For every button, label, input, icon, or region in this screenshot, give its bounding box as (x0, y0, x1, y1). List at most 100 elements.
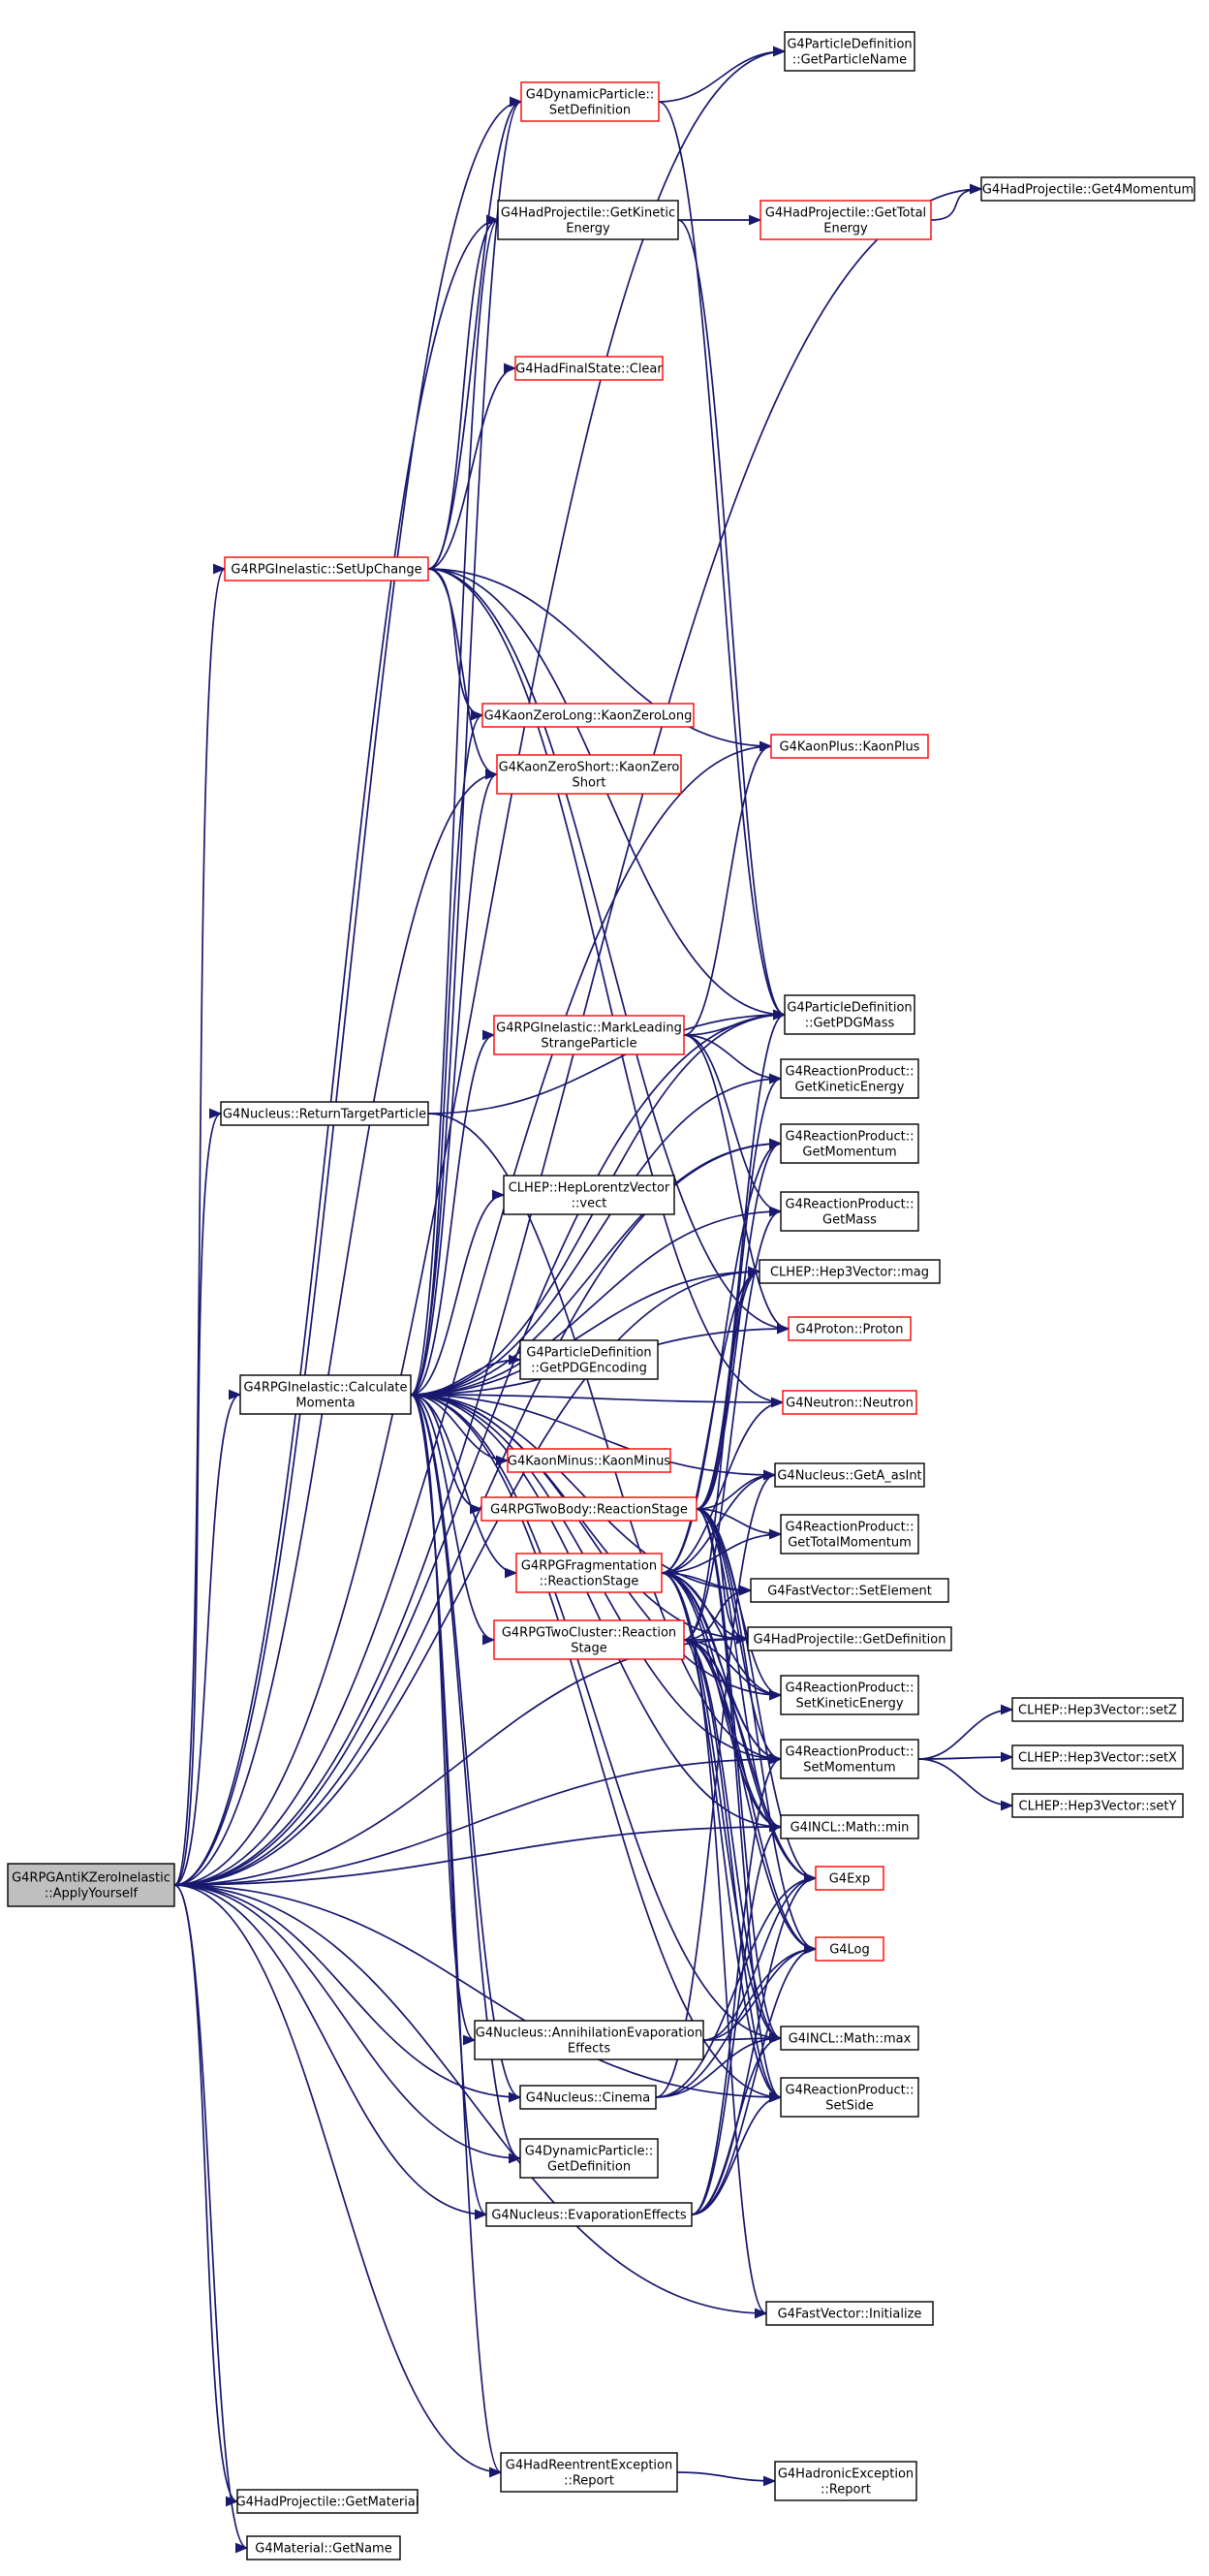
node-rp-get-total-mom[interactable]: G4ReactionProduct::GetTotalMomentum (780, 1514, 919, 1555)
call-edge (917, 1704, 1014, 1760)
node-label: CLHEP::Hep3Vector::setZ (1018, 1704, 1177, 1718)
node-dyn-get-def[interactable]: G4DynamicParticle::GetDefinition (519, 2138, 659, 2179)
node-final-clear[interactable]: G4HadFinalState::Clear (514, 356, 664, 381)
node-hep3-mag[interactable]: CLHEP::Hep3Vector::mag (759, 1259, 941, 1284)
node-kz-short[interactable]: G4KaonZeroShort::KaonZeroShort (496, 754, 682, 795)
node-incl-min[interactable]: G4INCL::Math::min (780, 1814, 919, 1839)
node-hadronic-report[interactable]: G4HadronicException::Report (774, 2461, 917, 2501)
node-box (507, 1448, 671, 1473)
call-edge (683, 1034, 790, 1335)
node-label: GetTotalMomentum (788, 1536, 912, 1551)
node-label: G4HadProjectile::GetMaterial (236, 2496, 419, 2510)
node-had-get-kinetic[interactable]: G4HadProjectile::GetKineticEnergy (497, 200, 679, 240)
node-label: Short (573, 776, 606, 791)
node-label: G4KaonZeroLong::KaonZeroLong (484, 709, 693, 724)
node-rp-set-side[interactable]: G4ReactionProduct::SetSide (780, 2077, 919, 2118)
call-edge (930, 183, 983, 221)
node-label: G4INCL::Math::min (790, 1821, 910, 1836)
node-box (780, 1058, 919, 1099)
node-rp-set-kinetic[interactable]: G4ReactionProduct::SetKineticEnergy (780, 1675, 919, 1715)
node-label: G4ReactionProduct:: (786, 1065, 914, 1080)
call-edge (661, 1572, 818, 1955)
node-proton[interactable]: G4Proton::Proton (788, 1316, 912, 1341)
node-evap-effects[interactable]: G4Nucleus::EvaporationEffects (485, 2202, 693, 2227)
call-edge (410, 214, 500, 1396)
node-g4-log[interactable]: G4Log (815, 1936, 884, 1962)
call-edge (661, 1469, 777, 1574)
node-kaon-minus[interactable]: G4KaonMinus::KaonMinus (507, 1448, 671, 1473)
node-hep3-set-y[interactable]: CLHEP::Hep3Vector::setY (1011, 1793, 1184, 1818)
node-had-get-material[interactable]: G4HadProjectile::GetMaterial (236, 2489, 419, 2514)
node-label: ::vect (572, 1197, 607, 1211)
node-box (519, 2085, 657, 2110)
node-rp-set-momentum[interactable]: G4ReactionProduct::SetMomentum (780, 1739, 919, 1779)
call-edge (691, 1943, 818, 2215)
node-label: G4RPGTwoBody::ReactionStage (490, 1503, 688, 1518)
node-label: G4DynamicParticle:: (525, 2145, 653, 2159)
node-fast-set-element[interactable]: G4FastVector::SetElement (750, 1578, 949, 1603)
node-box (780, 1814, 919, 1839)
node-box (220, 1101, 429, 1126)
node-box (496, 754, 682, 795)
node-fragmentation[interactable]: G4RPGFragmentation::ReactionStage (515, 1553, 663, 1593)
node-had-get-definition[interactable]: G4HadProjectile::GetDefinition (747, 1626, 952, 1651)
node-kaon-plus[interactable]: G4KaonPlus::KaonPlus (770, 734, 929, 759)
node-annihilation[interactable]: G4Nucleus::AnnihilationEvaporationEffect… (474, 2020, 704, 2060)
node-dyn-set-def[interactable]: G4DynamicParticle::SetDefinition (520, 81, 660, 122)
node-get-aas-int[interactable]: G4Nucleus::GetA_asInt (774, 1462, 925, 1488)
node-cinema[interactable]: G4Nucleus::Cinema (519, 2085, 657, 2110)
node-had-get4-mom[interactable]: G4HadProjectile::Get4Momentum (980, 176, 1195, 202)
node-two-cluster[interactable]: G4RPGTwoCluster::ReactionStage (493, 1619, 685, 1660)
node-label: ::Report (821, 2483, 871, 2497)
node-set-up-change[interactable]: G4RPGInelastic::SetUpChange (224, 556, 429, 581)
node-label: ::GetPDGMass (805, 1017, 895, 1031)
node-label: G4ReactionProduct:: (786, 1681, 914, 1696)
node-label: G4ParticleDefinition (787, 38, 912, 52)
node-neutron[interactable]: G4Neutron::Neutron (782, 1390, 917, 1415)
node-incl-max[interactable]: G4INCL::Math::max (780, 2026, 919, 2051)
node-root[interactable]: G4RPGAntiKZeroInelastic::ApplyYourself (7, 1863, 175, 1907)
node-g4-exp[interactable]: G4Exp (815, 1866, 884, 1891)
node-label: G4HadProjectile::GetKinetic (501, 206, 675, 221)
node-label: G4FastVector::SetElement (767, 1585, 932, 1599)
node-label: G4KaonZeroShort::KaonZero (499, 761, 680, 775)
node-rp-get-kinetic[interactable]: G4ReactionProduct::GetKineticEnergy (780, 1058, 919, 1099)
node-label: G4HadronicException (778, 2467, 914, 2482)
node-box (980, 176, 1195, 202)
call-edge (410, 1394, 522, 2164)
node-reentrant[interactable]: G4HadReentrentException::Report (500, 2452, 678, 2493)
call-edge (661, 1528, 783, 1574)
node-label: G4ParticleDefinition (526, 1346, 651, 1361)
node-rp-get-mass[interactable]: G4ReactionProduct::GetMass (780, 1191, 919, 1232)
node-hep3-set-x[interactable]: CLHEP::Hep3Vector::setX (1011, 1744, 1184, 1770)
node-lorentz-vect[interactable]: CLHEP::HepLorentzVector::vect (503, 1175, 675, 1215)
call-edge (691, 1821, 783, 2215)
node-box (515, 1553, 663, 1593)
call-edge (173, 46, 787, 1886)
node-label: G4INCL::Math::max (789, 2032, 912, 2047)
call-edge (427, 568, 499, 780)
call-edge (173, 1108, 223, 1886)
node-pdg-encoding[interactable]: G4ParticleDefinition::GetPDGEncoding (519, 1339, 659, 1380)
node-rp-get-momentum[interactable]: G4ReactionProduct::GetMomentum (780, 1123, 919, 1164)
node-fast-init[interactable]: G4FastVector::Initialize (765, 2301, 934, 2326)
call-edge (658, 101, 787, 1021)
call-edge (696, 1508, 818, 1955)
node-label: G4HadFinalState::Clear (515, 362, 663, 377)
node-mat-get-name[interactable]: G4Material::GetName (246, 2535, 401, 2560)
node-kz-long[interactable]: G4KaonZeroLong::KaonZeroLong (481, 703, 695, 728)
node-label: G4RPGInelastic::MarkLeading (496, 1021, 682, 1036)
node-get-particle-name[interactable]: G4ParticleDefinition::GetParticleName (784, 31, 915, 72)
node-mark-leading[interactable]: G4RPGInelastic::MarkLeadingStrangePartic… (493, 1015, 685, 1055)
node-label: GetDefinition (547, 2160, 631, 2175)
node-box (514, 356, 664, 381)
node-get-p-d-g-mass[interactable]: G4ParticleDefinition::GetPDGMass (784, 994, 915, 1035)
node-return-target[interactable]: G4Nucleus::ReturnTargetParticle (220, 1101, 429, 1126)
call-edge (683, 1639, 818, 1884)
node-hep3-set-z[interactable]: CLHEP::Hep3Vector::setZ (1011, 1697, 1184, 1722)
node-box (236, 2489, 418, 2514)
node-box (1011, 1744, 1184, 1770)
node-two-body[interactable]: G4RPGTwoBody::ReactionStage (480, 1496, 698, 1522)
